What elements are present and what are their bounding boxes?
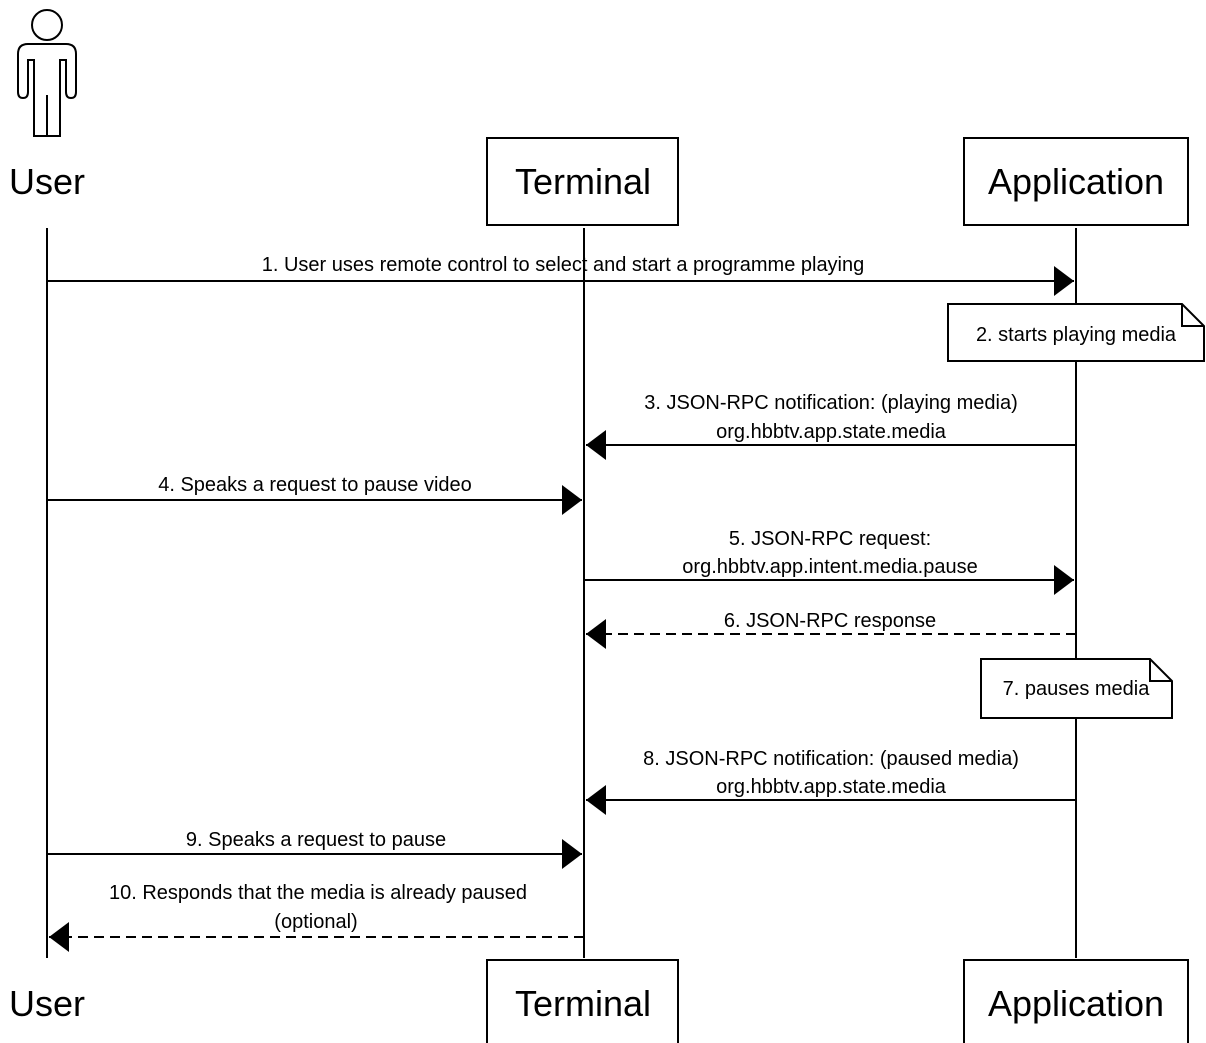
message-label-10-line-1: 10. Responds that the media is already p… xyxy=(109,882,527,904)
note-fold-2 xyxy=(1181,304,1204,327)
message-label-9: 9. Speaks a request to pause xyxy=(186,829,446,851)
message-label-3-line-1: 3. JSON-RPC notification: (playing media… xyxy=(644,392,1017,414)
note-fold-7 xyxy=(1149,659,1172,682)
participant-label-application-top: Application xyxy=(988,161,1164,202)
participant-label-user-top: User xyxy=(9,161,85,202)
participant-label-application-bottom: Application xyxy=(988,983,1164,1024)
message-label-1: 1. User uses remote control to select an… xyxy=(262,254,865,276)
user-actor-icon xyxy=(17,9,77,137)
participant-label-terminal-top: Terminal xyxy=(515,161,651,202)
message-label-5-line-1: 5. JSON-RPC request: xyxy=(729,528,931,550)
message-label-4: 4. Speaks a request to pause video xyxy=(158,474,472,496)
message-label-10-line-2: (optional) xyxy=(274,911,357,933)
note-box-7 xyxy=(980,658,1173,719)
message-label-6: 6. JSON-RPC response xyxy=(724,610,936,632)
participant-box-application-bottom xyxy=(963,959,1189,1043)
participant-box-application-top xyxy=(963,137,1189,226)
note-label-7: 7. pauses media xyxy=(1003,678,1151,700)
note-box-2 xyxy=(947,303,1205,362)
participant-label-terminal-bottom: Terminal xyxy=(515,983,651,1024)
participant-label-user-bottom: User xyxy=(9,983,85,1024)
message-label-5-line-2: org.hbbtv.app.intent.media.pause xyxy=(682,556,977,578)
note-label-2: 2. starts playing media xyxy=(976,324,1177,346)
participant-box-terminal-top xyxy=(486,137,679,226)
message-label-8-line-1: 8. JSON-RPC notification: (paused media) xyxy=(643,748,1019,770)
participant-box-terminal-bottom xyxy=(486,959,679,1043)
message-label-3-line-2: org.hbbtv.app.state.media xyxy=(716,421,947,443)
message-label-8-line-2: org.hbbtv.app.state.media xyxy=(716,776,947,798)
